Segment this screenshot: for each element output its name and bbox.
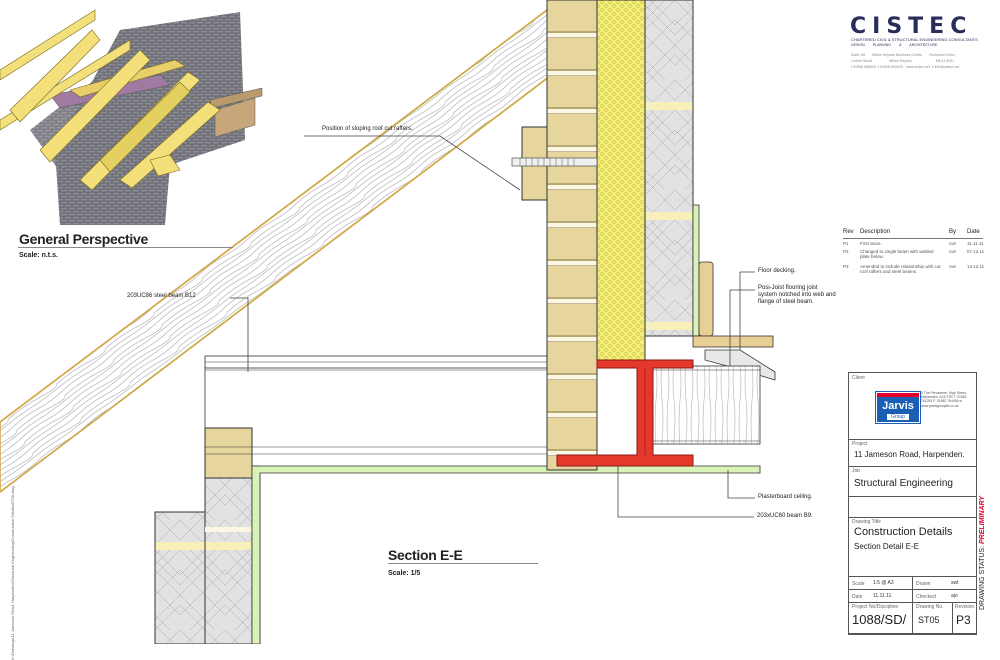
section-title: Section E-E [388,547,463,563]
project-name: 11 Jameson Road, Harpenden. [854,450,965,459]
date-value: 11.11.11 [873,593,892,599]
project-number-cell: Project No/Discipline 1088/SD/ [848,602,913,635]
rev-description: First issue. [860,241,882,246]
annotation-posi-joist: Posi-Joist flooring joist system notched… [758,285,836,305]
project-label: Project [852,441,868,447]
job-cell: Job Structural Engineering [848,466,977,497]
client-logo: Jarvis Group [876,392,920,423]
client-logo-text: Jarvis [882,400,914,412]
rev-date: 07.12.11 [967,249,985,254]
company-logo: CISTEC [850,14,973,39]
annotation-beam-b9: 203xUC60 beam B9. [757,513,813,519]
section-drawing [0,0,776,644]
by-header: By [949,229,957,235]
rev-code: P1 [843,241,849,246]
rev-by: cwt [949,241,956,246]
perspective-scale: Scale: n.t.s. [19,252,58,259]
company-tagline: CHARTERED CIVIL & STRUCTURAL ENGINEERING… [851,37,978,42]
title-block: Client Jarvis Group 3 The Fervamere, Hig… [848,372,977,635]
date-label: Date [852,594,863,600]
company-tagline-2: DESIGN PLANNING & ARCHITECTURE [851,43,938,47]
revision-table: Rev Description By Date P1 First issue. … [843,229,985,283]
client-address: 3 The Fervamere, High Street, Harpenden,… [921,391,967,408]
scale-label: Scale [852,581,865,587]
date-cell: Date 11.11.11 [848,589,913,603]
client-label: Client [852,375,865,381]
job-label: Job [852,468,861,474]
revision-row: P3 Amended to include relationship with … [843,263,985,283]
checked-cell: Checked ajo [912,589,977,603]
revision-row: P2 Changed to single beam with welded pl… [843,248,985,263]
scale-value: 1:5 @ A3 [873,580,894,586]
rev-header: Rev [843,229,854,235]
drawing-subtitle: Section Detail E-E [854,542,919,551]
drawing-status: DRAWING STATUS: PRELIMINARY [979,496,991,610]
perspective-title-underline [18,247,233,248]
job-name: Structural Engineering [854,478,953,489]
revision-label: Revision [955,604,975,610]
client-logo-sub: Group [887,414,909,420]
annotation-floor-decking: Floor decking. [758,268,796,274]
project-number-label: Project No/Discipline [852,604,899,610]
section-scale: Scale: 1/5 [388,570,421,577]
perspective-title: General Perspective [19,231,148,247]
rev-code: P2 [843,249,849,254]
rev-date: 13.12.11 [967,264,985,269]
drawn-value: swt [951,580,959,586]
rev-date: 11.11.11 [967,241,984,246]
revision-cell: Revision P3 [952,602,977,635]
annotation-beam-b12: 203UC86 steel beam B12 [127,293,196,299]
checked-label: Checked [916,594,936,600]
drawing-title: Construction Details [854,526,953,538]
drawing-title-cell: Drawing Title Construction Details Secti… [848,517,977,577]
description-header: Description [860,229,891,235]
company-address-3: t 01908 688000 f 01908 690033 www.cistec… [851,65,960,69]
date-header: Date [967,229,980,235]
drawing-title-label: Drawing Title [852,519,881,525]
drawn-label: Drawn [916,581,931,587]
project-cell: Project 11 Jameson Road, Harpenden. [848,439,977,467]
revision-value: P3 [956,613,971,627]
drawing-number-label: Drawing No. [916,604,944,610]
drawing-status-label: DRAWING STATUS: [979,545,986,610]
annotation-rafters: Position of sloping roof cut rafters. [322,126,413,132]
annotation-plasterboard: Plasterboard ceiling. [758,494,813,500]
company-address-2: Linford Wood Milton Keynes MK14 6GD [851,59,954,63]
drawn-cell: Drawn swt [912,576,977,590]
margin-file-path: K:\Drawings\11 Jameson Road, Harpenden\S… [10,486,15,660]
company-address-1: Suite 1/6 Milton Keynes Business Centre … [851,53,956,57]
checked-value: ajo [951,593,958,599]
general-perspective-drawing [0,9,263,225]
project-number: 1088/SD/ [852,612,907,627]
drawing-status-value: PRELIMINARY [979,495,986,544]
drawing-number-cell: Drawing No. ST05 [912,602,953,635]
client-logo-stripe [877,393,919,397]
scale-cell: Scale 1:5 @ A3 [848,576,913,590]
rev-by: cwt [949,264,956,269]
rev-description: Changed to single beam with welded plate… [860,249,934,259]
revision-row: P1 First issue. cwt 11.11.11 [843,239,984,248]
section-title-underline [388,563,538,564]
revision-table-header: Rev Description By Date [843,229,983,239]
drawing-number: ST05 [918,615,940,625]
rev-code: P3 [843,264,849,269]
rev-by: cwt [949,249,956,254]
rev-description: Amended to include relationship with cut… [860,264,941,274]
